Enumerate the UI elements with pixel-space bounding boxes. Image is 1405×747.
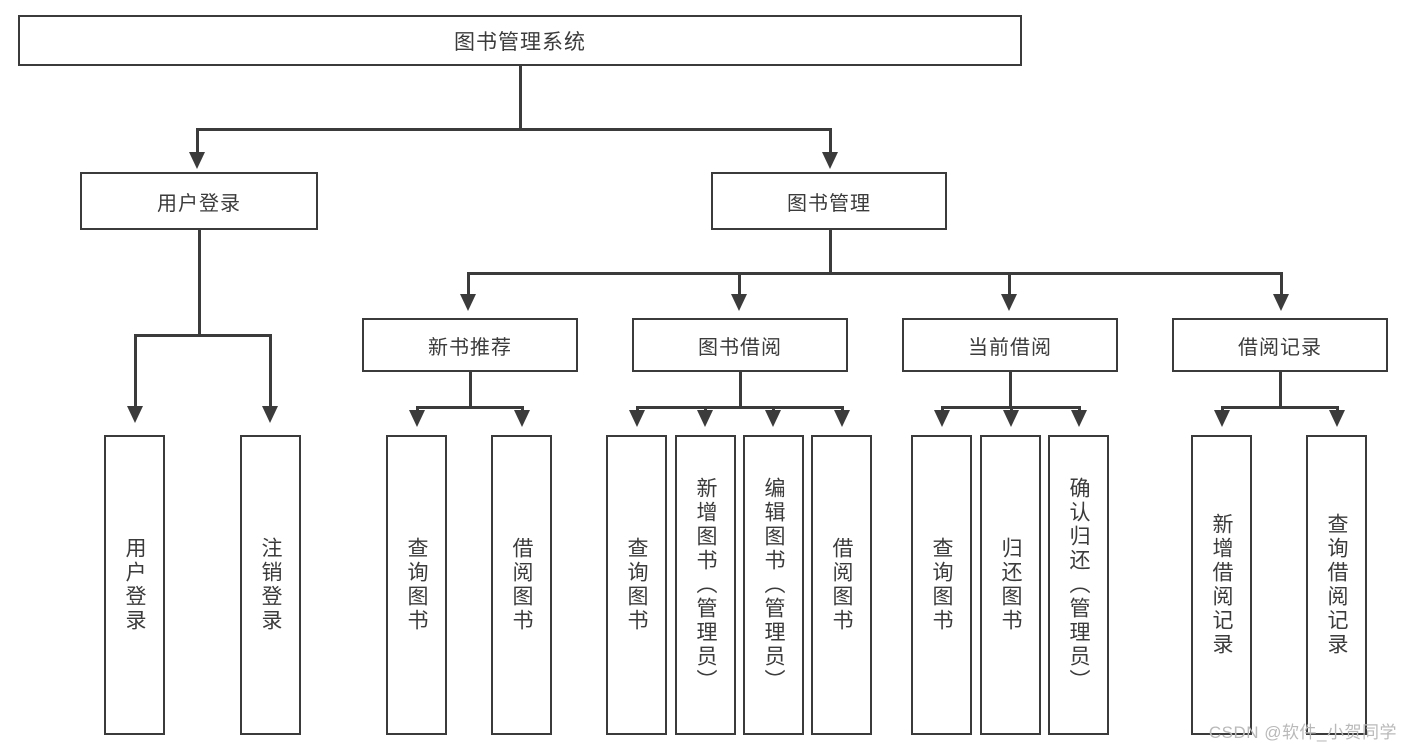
node-borrow-record[interactable]: 借阅记录 — [1172, 318, 1388, 372]
connector-book-management-stem — [829, 230, 832, 274]
arrow-cb-leaf-1 — [934, 410, 950, 427]
leaf-label: 归还图书 — [999, 537, 1022, 633]
arrow-to-book-management — [822, 152, 838, 169]
leaf-label: 确认归还（管理员） — [1067, 477, 1090, 693]
arrow-cb-leaf-2 — [1003, 410, 1019, 427]
leaf-label: 借阅图书 — [510, 537, 533, 633]
arrow-to-new-book-recommend — [460, 294, 476, 311]
arrow-to-leaf-logout — [262, 406, 278, 423]
leaf-label: 查询图书 — [405, 537, 428, 633]
arrow-bb-leaf-3 — [765, 410, 781, 427]
node-book-management[interactable]: 图书管理 — [711, 172, 947, 230]
node-root-book-management-system[interactable]: 图书管理系统 — [18, 15, 1022, 66]
node-label: 图书借阅 — [698, 336, 782, 359]
connector-user-login-to-leaf-1 — [134, 334, 137, 410]
leaf-label: 注销登录 — [259, 537, 282, 633]
connector-user-login-stem — [198, 230, 201, 336]
connector-bm-to-borrow-record — [1280, 272, 1283, 298]
connector-bm-to-current-borrow — [1008, 272, 1011, 298]
node-user-login[interactable]: 用户登录 — [80, 172, 318, 230]
leaf-nbr-query-book[interactable]: 查询图书 — [386, 435, 447, 735]
node-label: 当前借阅 — [968, 336, 1052, 359]
leaf-nbr-borrow-book[interactable]: 借阅图书 — [491, 435, 552, 735]
leaf-br-query-record[interactable]: 查询借阅记录 — [1306, 435, 1367, 735]
connector-cb-stem — [1009, 372, 1012, 408]
connector-bb-bus — [636, 406, 844, 409]
connector-root-to-user-login — [196, 128, 199, 157]
arrow-nbr-leaf-1 — [409, 410, 425, 427]
connector-user-login-bus — [134, 334, 270, 337]
arrow-to-borrow-record — [1273, 294, 1289, 311]
node-new-book-recommend[interactable]: 新书推荐 — [362, 318, 578, 372]
connector-root-to-book-management — [829, 128, 832, 157]
arrow-to-book-borrow — [731, 294, 747, 311]
arrow-to-user-login — [189, 152, 205, 169]
leaf-label: 新增借阅记录 — [1210, 513, 1233, 657]
watermark: CSDN @软件_小贺同学 — [1208, 723, 1397, 742]
leaf-cb-query-book[interactable]: 查询图书 — [911, 435, 972, 735]
arrow-to-leaf-user-login — [127, 406, 143, 423]
leaf-bb-borrow-book[interactable]: 借阅图书 — [811, 435, 872, 735]
connector-book-management-bus — [467, 272, 1283, 275]
leaf-bb-add-book-admin[interactable]: 新增图书（管理员） — [675, 435, 736, 735]
leaf-label: 借阅图书 — [830, 537, 853, 633]
leaf-label: 编辑图书（管理员） — [762, 477, 785, 693]
leaf-cb-return-book[interactable]: 归还图书 — [980, 435, 1041, 735]
leaf-label: 查询图书 — [625, 537, 648, 633]
arrow-to-current-borrow — [1001, 294, 1017, 311]
connector-bm-to-new-book — [467, 272, 470, 298]
connector-user-login-to-leaf-2 — [269, 334, 272, 410]
connector-bm-to-book-borrow — [738, 272, 741, 298]
connector-nbr-stem — [469, 372, 472, 408]
arrow-nbr-leaf-2 — [514, 410, 530, 427]
arrow-br-leaf-1 — [1214, 410, 1230, 427]
arrow-bb-leaf-4 — [834, 410, 850, 427]
node-book-borrow[interactable]: 图书借阅 — [632, 318, 848, 372]
arrow-br-leaf-2 — [1329, 410, 1345, 427]
leaf-bb-edit-book-admin[interactable]: 编辑图书（管理员） — [743, 435, 804, 735]
connector-nbr-bus — [416, 406, 524, 409]
leaf-br-add-record[interactable]: 新增借阅记录 — [1191, 435, 1252, 735]
leaf-cb-confirm-return-admin[interactable]: 确认归还（管理员） — [1048, 435, 1109, 735]
node-label: 用户登录 — [157, 192, 241, 215]
leaf-label: 查询图书 — [930, 537, 953, 633]
leaf-logout[interactable]: 注销登录 — [240, 435, 301, 735]
leaf-label: 新增图书（管理员） — [694, 477, 717, 693]
leaf-label: 用户登录 — [123, 537, 146, 633]
connector-br-stem — [1279, 372, 1282, 408]
arrow-cb-leaf-3 — [1071, 410, 1087, 427]
node-label: 图书管理 — [787, 192, 871, 215]
arrow-bb-leaf-2 — [697, 410, 713, 427]
node-current-borrow[interactable]: 当前借阅 — [902, 318, 1118, 372]
leaf-label: 查询借阅记录 — [1325, 513, 1348, 657]
arrow-bb-leaf-1 — [629, 410, 645, 427]
connector-bb-stem — [739, 372, 742, 408]
node-label: 新书推荐 — [428, 336, 512, 359]
connector-br-bus — [1221, 406, 1339, 409]
node-label: 借阅记录 — [1238, 336, 1322, 359]
leaf-bb-query-book[interactable]: 查询图书 — [606, 435, 667, 735]
connector-root-bus — [196, 128, 832, 131]
leaf-user-login[interactable]: 用户登录 — [104, 435, 165, 735]
connector-root-stem — [519, 66, 522, 130]
node-label: 图书管理系统 — [454, 30, 586, 54]
